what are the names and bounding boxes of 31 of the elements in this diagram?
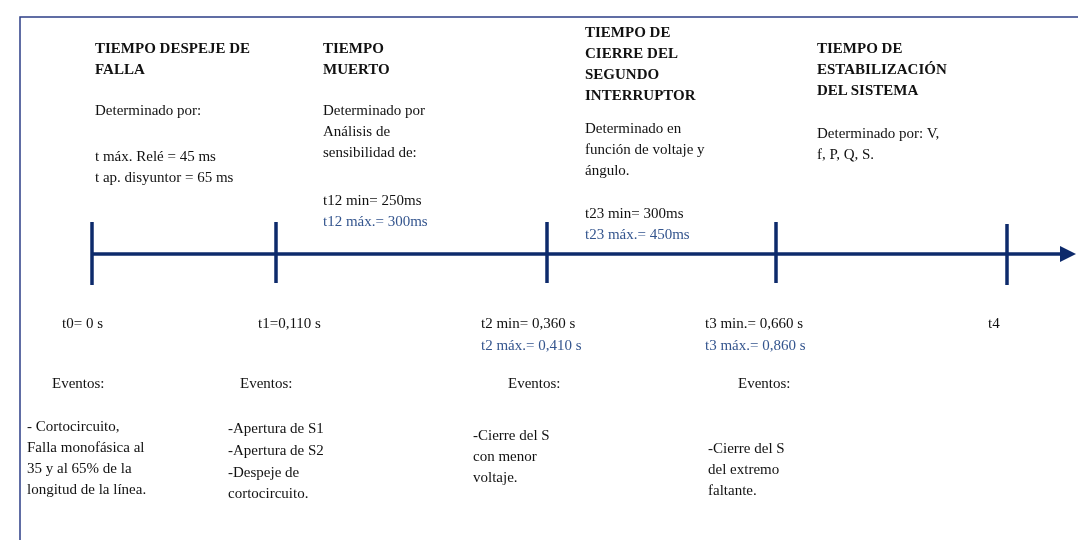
events-heading: Eventos:	[508, 374, 562, 393]
event-text: -Apertura de S2	[228, 441, 325, 460]
time-value: t máx. Relé = 45 ms	[95, 147, 217, 166]
description-text: Determinado por:	[95, 101, 203, 120]
section-heading: TIEMPO DE CIERRE DEL SEGUNDO INTERRUPTOR	[585, 23, 697, 105]
time-value: t2 min= 0,360 s	[481, 314, 577, 333]
section-heading: TIEMPO MUERTO	[323, 39, 391, 79]
event-text: - Cortocircuito, Falla monofásica al 35 y al 65% de la longitud de la línea.	[27, 417, 148, 499]
events-heading: Eventos:	[52, 374, 106, 393]
events-heading: Eventos:	[738, 374, 792, 393]
section-heading: TIEMPO DESPEJE DE FALLA	[95, 39, 252, 79]
time-value: t23 min= 300ms	[585, 204, 685, 223]
time-value: t3 máx.= 0,860 s	[705, 336, 807, 355]
events-heading: Eventos:	[240, 374, 294, 393]
description-text: Determinado en función de voltaje y ángulo.	[585, 119, 706, 180]
event-text: -Apertura de S1	[228, 419, 325, 438]
description-text: Determinado por Análisis de sensibilidad de:	[323, 101, 427, 162]
time-value: t12 máx.= 300ms	[323, 212, 429, 231]
time-value: t3 min.= 0,660 s	[705, 314, 805, 333]
time-value: t23 máx.= 450ms	[585, 225, 691, 244]
event-text: -Cierre del S del extremo faltante.	[708, 439, 786, 500]
time-value: t0= 0 s	[62, 314, 104, 333]
description-text: Determinado por: V, f, P, Q, S.	[817, 124, 941, 164]
time-value: t12 min= 250ms	[323, 191, 423, 210]
event-text: -Despeje de cortocircuito.	[228, 463, 310, 503]
time-value: t2 máx.= 0,410 s	[481, 336, 583, 355]
time-value: t ap. disyuntor = 65 ms	[95, 168, 235, 187]
section-heading: TIEMPO DE ESTABILIZACIÓN DEL SISTEMA	[817, 39, 948, 100]
time-value: t1=0,110 s	[258, 314, 322, 333]
event-text: -Cierre del S con menor voltaje.	[473, 426, 551, 487]
time-value: t4	[988, 314, 1001, 333]
